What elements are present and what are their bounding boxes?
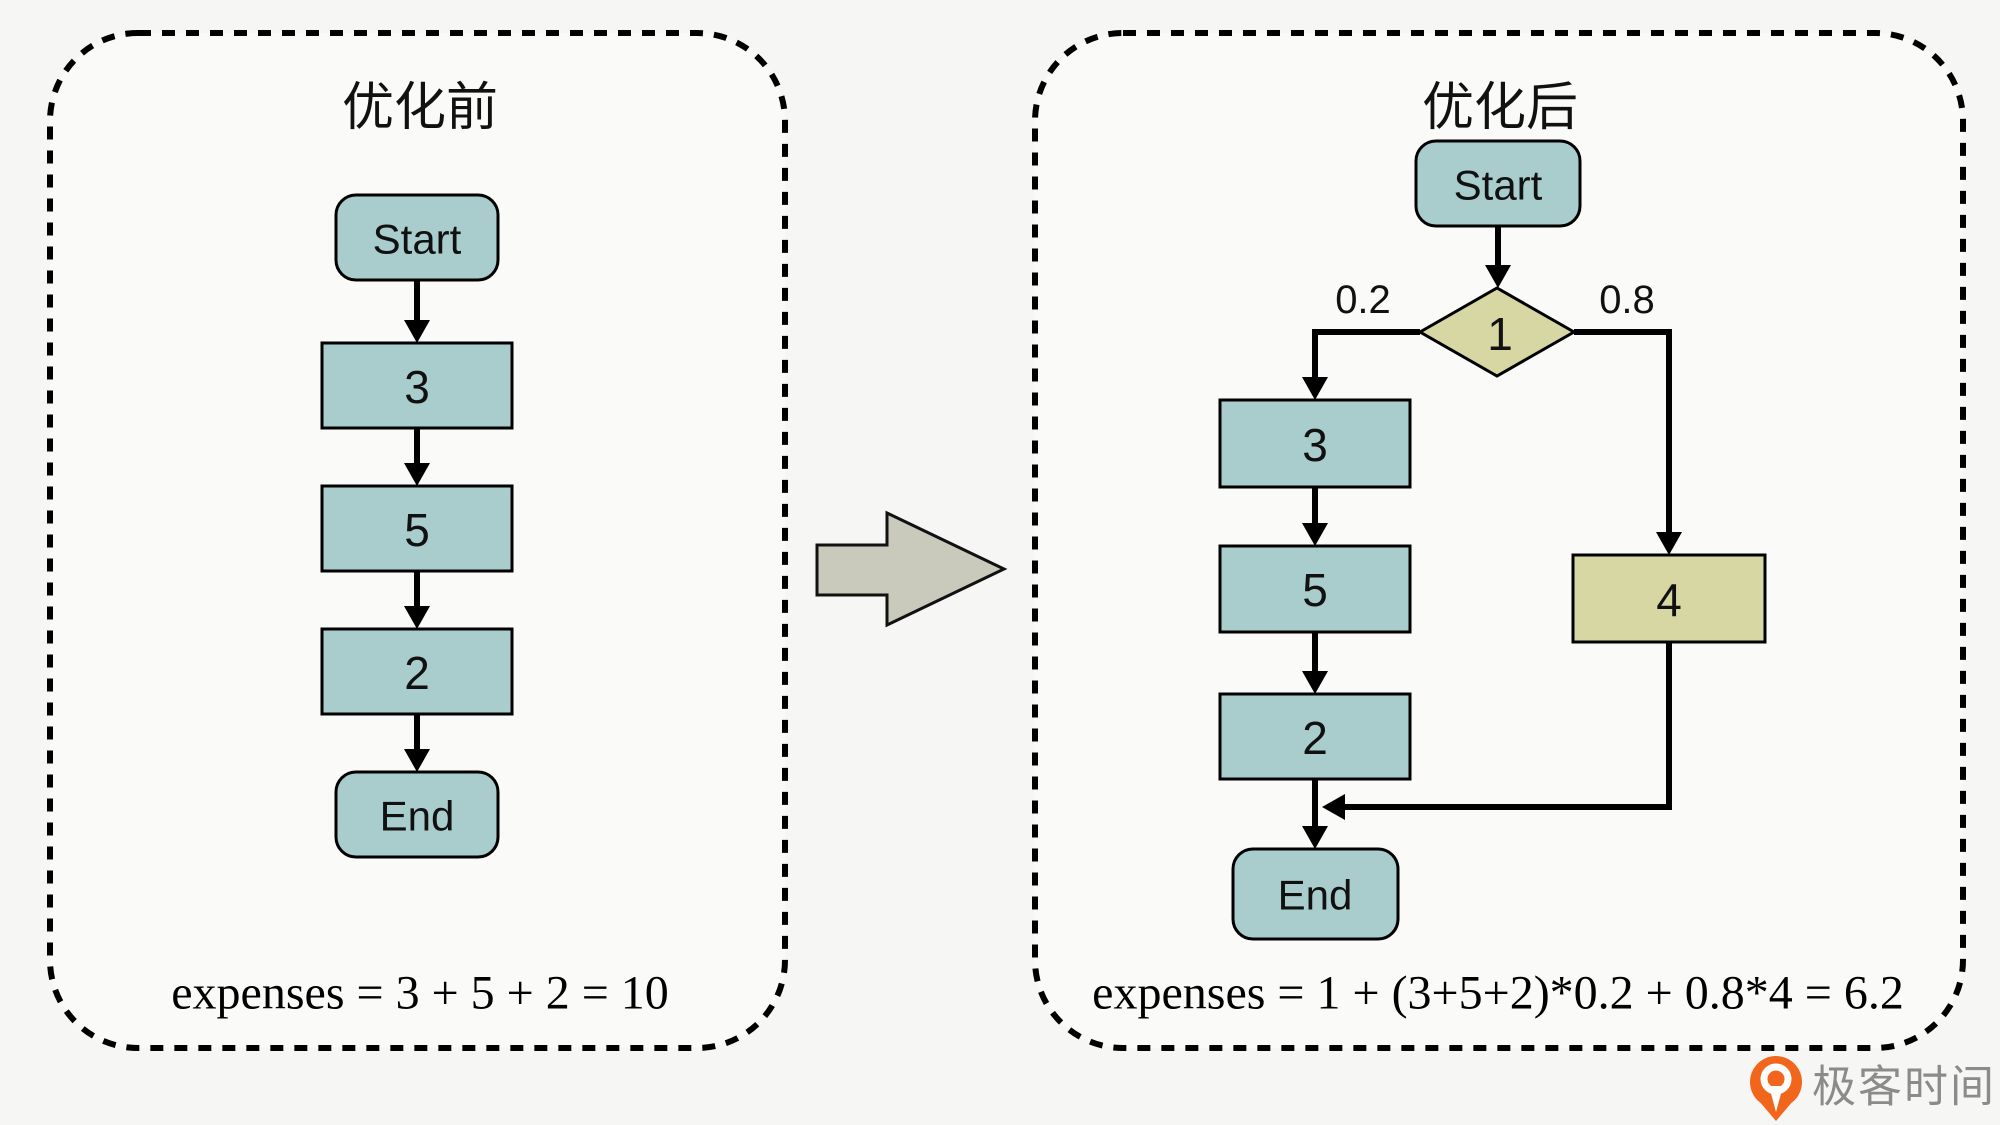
after-end-label: End [1278,872,1353,919]
panel-after-title: 优化后 [1422,79,1578,137]
panel-before-title: 优化前 [342,79,498,137]
after-start-label: Start [1454,162,1543,209]
branch-probability-right: 0.8 [1599,278,1655,322]
before-end-node [334,770,500,859]
after-expenses-formula: expenses = 1 + (3+5+2)*0.2 + 0.8*4 = 6.2 [1092,967,1904,1020]
before-expenses-formula: expenses = 3 + 5 + 2 = 10 [171,967,669,1020]
after-arrowhead-start-decision [1485,265,1511,288]
after-connector-decision-3 [1312,329,1420,379]
before-step-5-label: 5 [404,504,430,556]
after-arrowhead-3-5 [1302,523,1328,546]
before-start-label: Start [373,216,462,263]
after-decision-label: 1 [1487,308,1513,360]
before-end-label: End [380,793,455,840]
before-arrowhead-start-3 [404,320,430,343]
panel-after: 优化后 Start 1 0.2 0.8 3 5 2 [1032,30,1966,1051]
before-arrowhead-3-5 [404,463,430,486]
after-end-node [1231,847,1400,941]
after-alt-4-label: 4 [1656,574,1682,626]
branch-probability-left: 0.2 [1335,278,1391,322]
after-alt-4-node [1571,553,1767,644]
geektime-brand-text: 极客时间 [1812,1063,1996,1112]
before-arrowhead-2-end [404,749,430,772]
geektime-logo: 极客时间 [1750,1056,1996,1121]
after-arrowhead-decision-4 [1656,532,1682,555]
after-step-3-label: 3 [1302,419,1328,471]
geektime-logo-pointer-icon [1769,1086,1783,1112]
after-step-5-label: 5 [1302,564,1328,616]
after-connector-decision-4 [1574,329,1672,534]
geektime-logo-mark-icon [1750,1056,1802,1108]
before-step-3-label: 3 [404,361,430,413]
after-arrowhead-4-merge [1322,794,1345,820]
panel-after-border [1032,30,1966,1051]
before-step-2-label: 2 [404,647,430,699]
after-arrowhead-2-end [1302,826,1328,849]
transform-arrow [815,510,1008,628]
after-step-2-node [1218,692,1412,781]
panel-before: 优化前 Start 3 5 2 End expenses = 3 + 5 + 2… [47,30,788,1051]
after-connector-4-merge [1344,642,1672,810]
after-step-2-label: 2 [1302,712,1328,764]
after-arrowhead-decision-3 [1302,377,1328,400]
before-arrowhead-5-2 [404,606,430,629]
before-step-3-node [320,341,514,430]
after-arrowhead-5-2 [1302,671,1328,694]
